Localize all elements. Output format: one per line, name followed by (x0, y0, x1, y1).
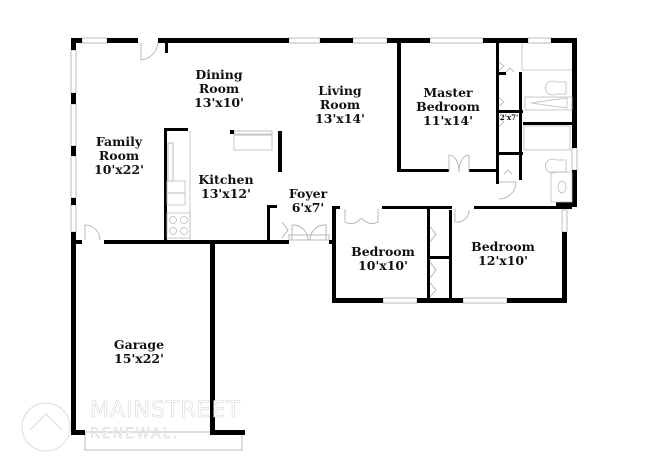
room-dims: 12'x10' (478, 253, 528, 268)
room-label-foyer: Foyer 6'x7' (289, 187, 327, 215)
room-dims: 13'x12' (201, 186, 251, 201)
watermark-sub: RENEWAL. (90, 426, 179, 443)
room-label-family: Family Room 10'x22' (94, 135, 144, 177)
room-dims: 13'x14' (315, 111, 365, 126)
room-dims: 10'x10' (358, 258, 408, 273)
room-name: Dining (195, 67, 243, 82)
room-label-master: Master Bedroom 11'x14' (416, 86, 480, 128)
room-dims: 11'x14' (423, 113, 473, 128)
room-dims: 6'x7' (291, 200, 325, 215)
doors (84, 42, 517, 298)
room-dims: 13'x10' (194, 95, 244, 110)
room-name-2: Room (98, 148, 140, 163)
room-name: Bedroom (471, 239, 535, 254)
room-dims: 2'x7' (499, 113, 519, 122)
room-dims: 15'x22' (114, 351, 164, 366)
room-name-2: Room (319, 97, 361, 112)
room-name: Bedroom (351, 244, 415, 259)
room-label-bedroom-3: Bedroom 12'x10' (471, 240, 535, 268)
room-name: Living (318, 83, 362, 98)
room-label-kitchen: Kitchen 13'x12' (198, 173, 253, 201)
room-name: Master (423, 85, 473, 100)
room-name: Garage (113, 337, 165, 352)
windows (70, 37, 578, 451)
watermark-logo-icon (21, 402, 71, 452)
room-name-2: Room (198, 81, 240, 96)
room-label-bedroom-2: Bedroom 10'x10' (351, 245, 415, 273)
walls (71, 38, 577, 435)
room-name: Kitchen (198, 172, 254, 187)
room-dims: 10'x22' (94, 162, 144, 177)
watermark-brand: MAINSTREET (90, 398, 241, 424)
room-label-dining: Dining Room 13'x10' (194, 68, 244, 110)
room-name-2: Bedroom (416, 99, 480, 114)
room-label-garage: Garage 15'x22' (114, 338, 164, 366)
room-label-living: Living Room 13'x14' (315, 84, 365, 126)
room-name: Family (95, 134, 143, 149)
room-label-closet: 2'x7' (500, 114, 518, 122)
fixtures (166, 43, 573, 240)
room-name: Foyer (288, 186, 328, 201)
